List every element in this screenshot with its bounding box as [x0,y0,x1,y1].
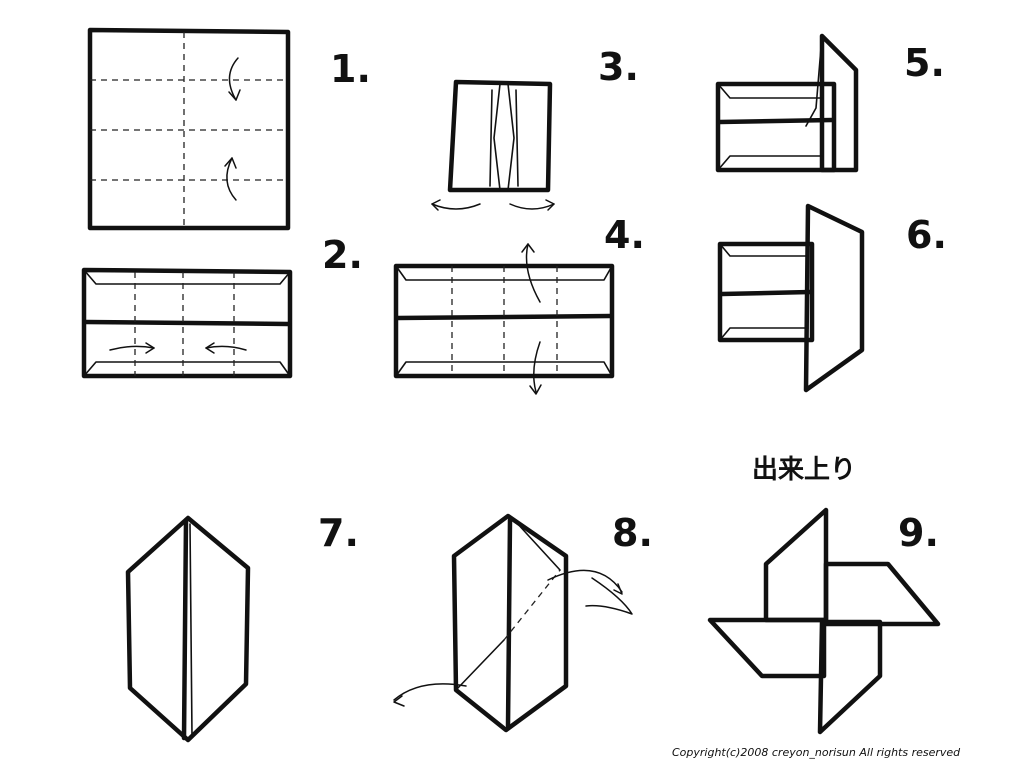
step-8-number: 8. [612,511,653,555]
step-4-number: 4. [604,213,645,257]
step-1-figure: 1. [87,27,371,231]
step-7-number: 7. [318,511,359,555]
step-6-figure: 6. [717,203,947,393]
step-1-number: 1. [330,47,371,91]
step-3-figure: 3. [431,45,639,211]
step-3-number: 3. [598,45,639,89]
finished-label: 出来上り [752,455,856,485]
step-9-figure: 出来上り 9. [707,455,941,735]
step-2-figure: 2. [81,233,363,379]
step-6-number: 6. [906,213,947,257]
step-7-figure: 7. [125,511,359,743]
step-4-figure: 4. [393,213,645,395]
step-5-figure: 5. [715,33,945,173]
step-2-number: 2. [322,233,363,277]
step-8-figure: 8. [393,511,653,733]
copyright-notice: Copyright(c)2008 creyon_norisun All righ… [672,746,961,759]
step-9-number: 9. [898,511,939,555]
step-5-number: 5. [904,41,945,85]
